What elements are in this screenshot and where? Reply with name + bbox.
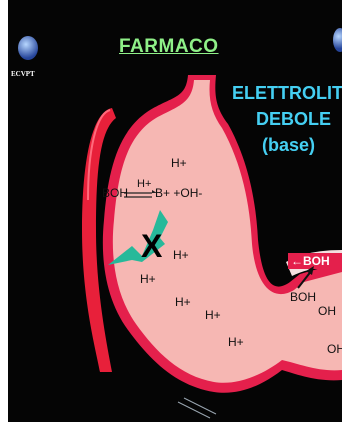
h-plus-5: H+: [205, 308, 221, 322]
left-arrow-icon: ←: [291, 254, 303, 268]
equation-left: BOH: [102, 186, 128, 200]
h-plus-4: H+: [175, 295, 191, 309]
equation-arrow-h: H+: [137, 178, 151, 190]
globe-icon: [18, 36, 38, 60]
h-plus-2: H+: [173, 248, 189, 262]
boh-arrow-label: ←BOH: [291, 254, 330, 268]
label-line-3: (base): [262, 135, 315, 156]
h-plus-1: H+: [171, 156, 187, 170]
equation-right: B+ +OH-: [155, 186, 202, 200]
blocked-x: X: [141, 228, 162, 265]
oh-label-1: OH: [318, 304, 336, 318]
logo-right: [333, 28, 342, 52]
h-plus-6: H+: [228, 335, 244, 349]
oh-label-2: OH: [327, 342, 342, 356]
label-line-1: ELETTROLITA: [232, 83, 342, 104]
logo-left: [17, 36, 39, 66]
bottom-line: [178, 402, 210, 418]
globe-icon: [333, 28, 342, 52]
boh-arrow-text: BOH: [303, 254, 330, 268]
logo-label: ECVPT: [11, 70, 35, 78]
boh-label: BOH: [290, 290, 316, 304]
slide-title: FARMACO: [119, 36, 219, 58]
label-line-2: DEBOLE: [256, 109, 331, 130]
bottom-line: [184, 398, 216, 414]
h-plus-3: H+: [140, 272, 156, 286]
